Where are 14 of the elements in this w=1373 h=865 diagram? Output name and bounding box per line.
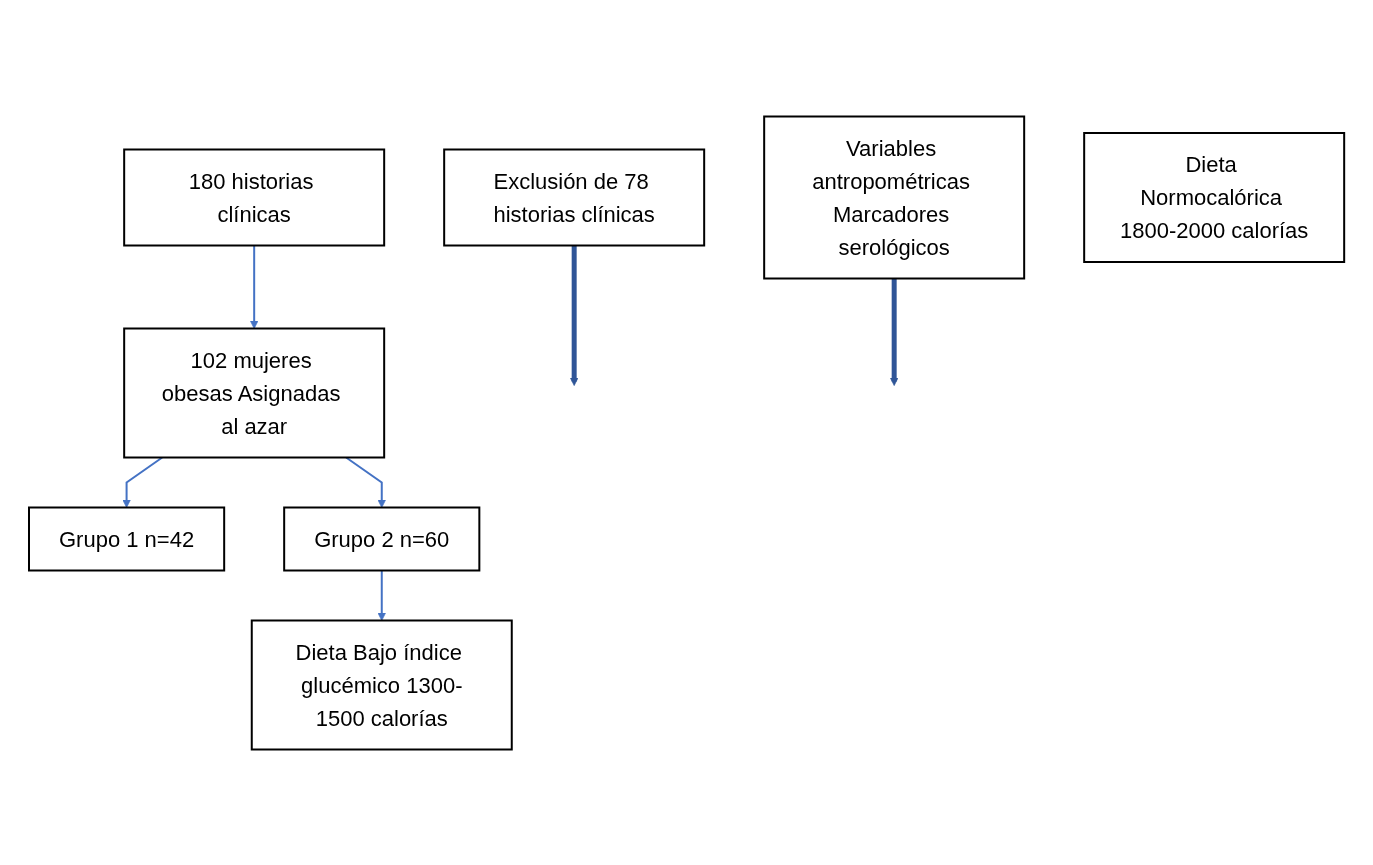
node-box: 102 mujeres obesas Asignadas al azar — [123, 327, 386, 458]
arrow — [122, 456, 164, 508]
node-box: Exclusión de 78 historias clínicas — [443, 148, 706, 246]
arrow — [889, 278, 899, 386]
arrow — [377, 569, 387, 621]
arrow — [345, 456, 387, 508]
node-box: Dieta Normocalórica 1800-2000 calorías — [1083, 131, 1346, 263]
arrow — [569, 245, 579, 386]
node-box: Grupo 1 n=42 — [27, 506, 226, 571]
node-box: Variables antropométricas Marcadores serológicos — [763, 115, 1026, 279]
node-box: Dieta Bajo índice glucémico 1300-1500 calorías — [250, 619, 513, 750]
arrow — [249, 244, 259, 329]
node-box: Grupo 2 n=60 — [283, 506, 481, 571]
node-box: 180 historias clínicas — [123, 148, 386, 246]
